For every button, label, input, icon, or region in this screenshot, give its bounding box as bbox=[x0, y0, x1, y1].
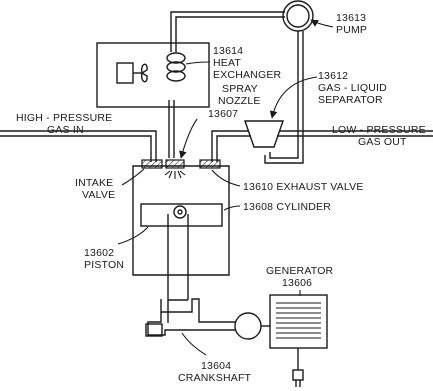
fan-motor-icon bbox=[116, 62, 134, 84]
label-exchanger: EXCHANGER bbox=[213, 69, 282, 81]
label-piston: PISTON bbox=[84, 259, 124, 271]
label-gas-out: GAS OUT bbox=[358, 136, 407, 148]
label-nozzle: NOZZLE bbox=[218, 95, 261, 107]
label-crankshaft-number: 13604 bbox=[201, 360, 231, 372]
label-pump: PUMP bbox=[336, 24, 367, 36]
crankshaft bbox=[145, 298, 270, 340]
label-heat: HEAT bbox=[213, 57, 241, 69]
low-pressure-pipe bbox=[211, 130, 433, 162]
heat-exchanger bbox=[96, 42, 210, 108]
label-piston-number: 13602 bbox=[84, 247, 114, 259]
label-nozzle-number: 13607 bbox=[208, 108, 238, 120]
label-generator-number: 13606 bbox=[282, 277, 312, 289]
gas-liquid-separator bbox=[244, 120, 284, 148]
label-valve: VALVE bbox=[82, 189, 115, 201]
label-pump-number: 13613 bbox=[336, 12, 366, 24]
diagram-labels: 13613 PUMP 13614 HEAT EXCHANGER 13612 GA… bbox=[16, 12, 426, 384]
generator bbox=[269, 294, 328, 387]
label-spray: SPRAY bbox=[222, 83, 258, 95]
liquid-return-pipe bbox=[168, 0, 314, 164]
label-gas-in: GAS IN bbox=[47, 124, 84, 136]
label-generator: GENERATOR bbox=[266, 265, 334, 277]
label-heat-exchanger-number: 13614 bbox=[213, 45, 243, 57]
spray-icon bbox=[164, 170, 186, 179]
label-intake: INTAKE bbox=[75, 177, 113, 189]
label-crankshaft: CRANKSHAFT bbox=[178, 372, 252, 384]
leader-lines bbox=[117, 19, 334, 356]
generator-grille bbox=[276, 302, 321, 339]
heat-exchanger-coil bbox=[166, 52, 186, 82]
high-pressure-pipe bbox=[0, 130, 157, 162]
label-exhaust-valve: 13610 EXHAUST VALVE bbox=[243, 181, 364, 193]
flywheel-icon bbox=[234, 312, 262, 340]
spray-nozzle bbox=[165, 159, 185, 169]
label-separator-number: 13612 bbox=[318, 70, 348, 82]
plug-icon bbox=[292, 369, 304, 381]
cylinder bbox=[132, 159, 230, 323]
label-low-pressure: LOW - PRESSURE bbox=[332, 124, 426, 136]
label-gas-liquid: GAS - LIQUID bbox=[318, 82, 387, 94]
label-separator: SEPARATOR bbox=[318, 94, 383, 106]
exhaust-valve bbox=[199, 159, 221, 169]
label-high-pressure: HIGH - PRESSURE bbox=[16, 112, 112, 124]
fan-blade-icon bbox=[140, 63, 148, 75]
label-cylinder: 13608 CYLINDER bbox=[243, 201, 331, 213]
intake-valve bbox=[141, 159, 163, 169]
